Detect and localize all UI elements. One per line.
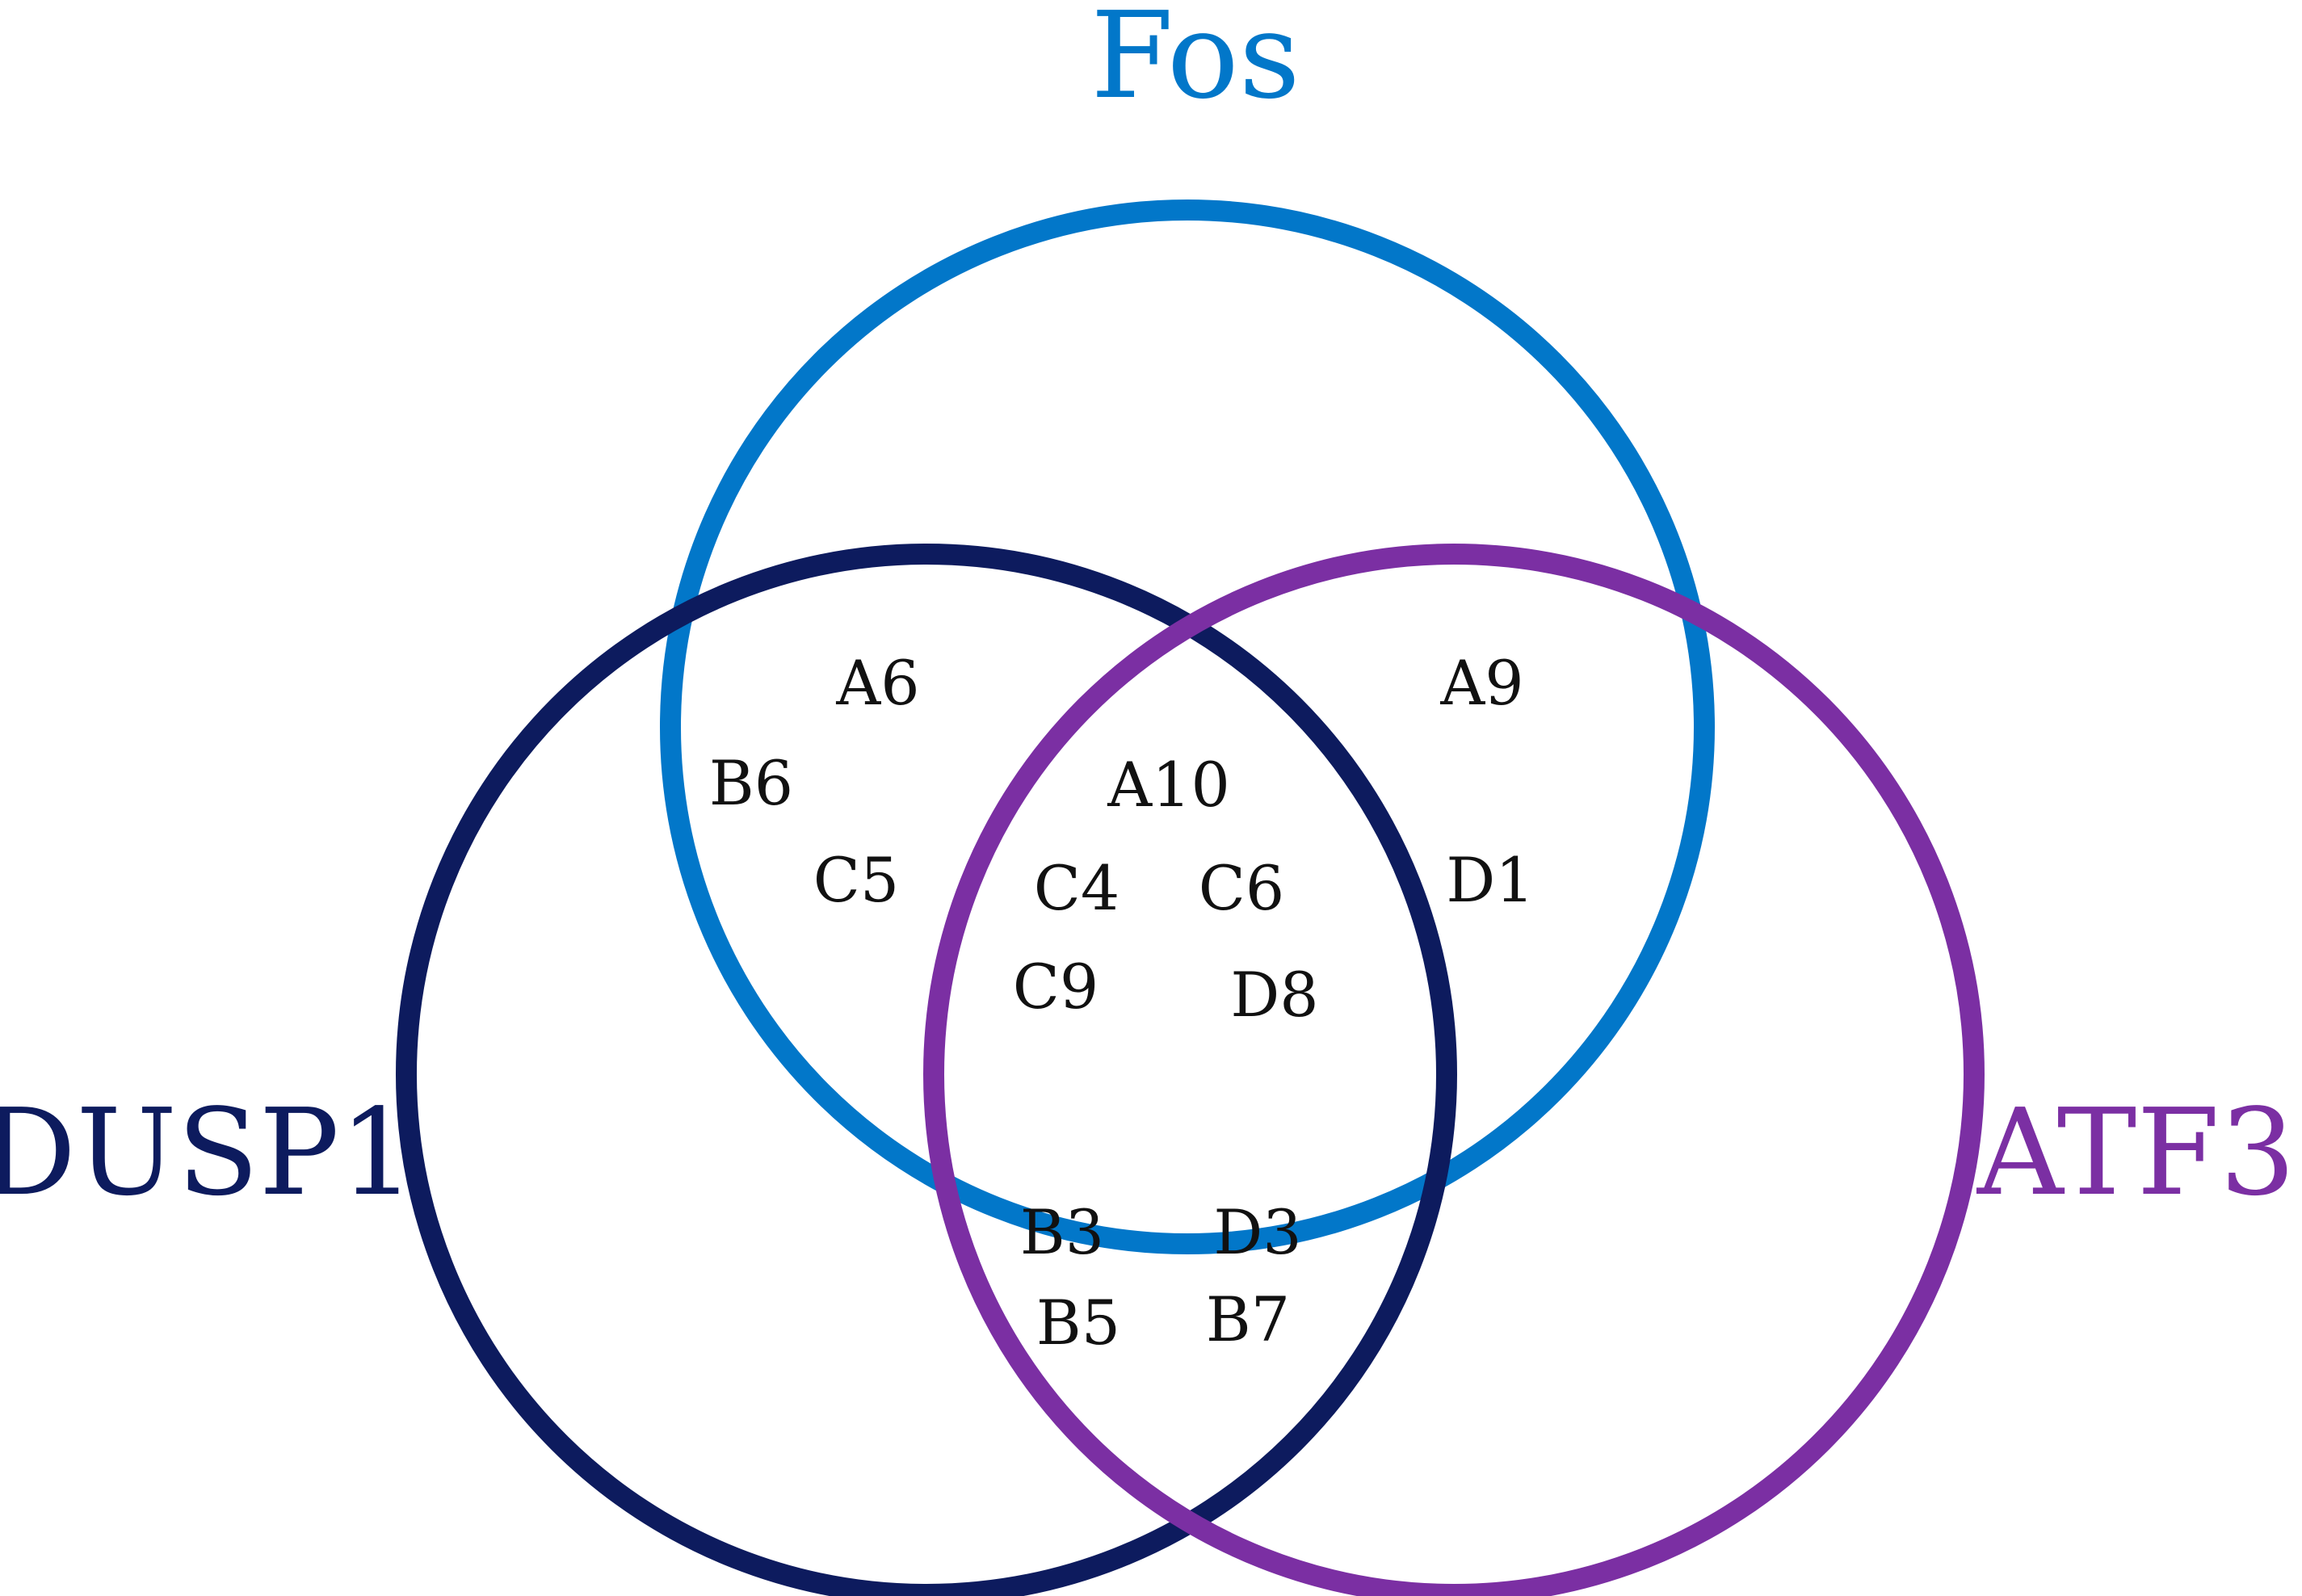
dusp1-title: DUSP1 [0,1083,415,1222]
member-label-a6: A6 [835,647,919,719]
member-label-a9: A9 [1439,647,1523,719]
member-label-d1: D1 [1446,844,1534,916]
member-label-b7: B7 [1206,1283,1290,1355]
member-label-b6: B6 [709,747,793,819]
member-label-c5: C5 [813,844,900,916]
member-label-c6: C6 [1199,852,1285,924]
member-label-a10: A10 [1107,749,1230,821]
member-label-c4: C4 [1034,852,1120,924]
member-label-b3: B3 [1020,1196,1104,1268]
member-label-d8: D8 [1230,959,1318,1031]
dusp1-circle [396,544,1457,1596]
member-label-c9: C9 [1013,951,1099,1023]
member-label-b5: B5 [1036,1287,1120,1359]
fos-circle [660,200,1715,1254]
atf3-circle [923,544,1985,1596]
member-label-d3: D3 [1213,1196,1301,1268]
atf3-title: ATF3 [1976,1083,2296,1222]
fos-title: Fos [1090,0,1300,125]
